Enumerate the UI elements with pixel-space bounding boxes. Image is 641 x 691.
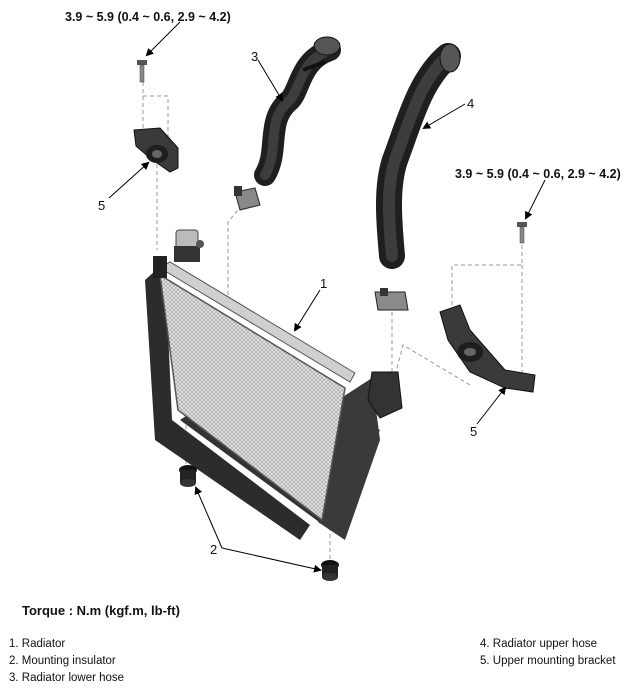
callout-lower-hose: 3 [251, 49, 259, 64]
legend-item: 2. Mounting insulator [9, 655, 116, 667]
bolt-icon [137, 60, 147, 83]
radiator [145, 229, 403, 540]
radiator-exploded-diagram [108, 21, 546, 581]
mounting-insulator-lower [321, 560, 339, 581]
legend-item: 3. Radiator lower hose [9, 672, 125, 684]
torque-spec-right: 3.9 ~ 5.9 (0.4 ~ 0.6, 2.9 ~ 4.2) [455, 167, 621, 181]
hose-clamp-icon [374, 288, 409, 311]
hose-clamp-icon [234, 186, 261, 211]
mounting-insulator-upper [179, 465, 197, 487]
radiator-cap-icon [174, 229, 204, 262]
upper-mounting-bracket-left [133, 127, 179, 173]
legend-item: 5. Upper mounting bracket [480, 655, 616, 667]
legend-item: 4. Radiator upper hose [480, 638, 597, 650]
callout-insulator: 2 [210, 542, 218, 557]
leader-lines [108, 21, 546, 573]
legend-item: 1. Radiator [9, 638, 66, 650]
torque-spec-top-left: 3.9 ~ 5.9 (0.4 ~ 0.6, 2.9 ~ 4.2) [65, 10, 231, 24]
callout-upper-hose: 4 [467, 96, 475, 111]
legend-right: 4. Radiator upper hose 5. Upper mounting… [480, 636, 616, 670]
callout-bracket-left: 5 [98, 198, 106, 213]
torque-unit-label: Torque : N.m (kgf.m, lb-ft) [22, 603, 180, 618]
radiator-upper-hose [376, 43, 461, 269]
radiator-lower-hose [254, 36, 341, 186]
upper-mounting-bracket-right [439, 304, 536, 393]
legend-left: 1. Radiator 2. Mounting insulator 3. Rad… [9, 636, 124, 687]
callout-bracket-right: 5 [470, 424, 478, 439]
callout-radiator: 1 [320, 276, 328, 291]
bolt-icon [517, 222, 527, 244]
